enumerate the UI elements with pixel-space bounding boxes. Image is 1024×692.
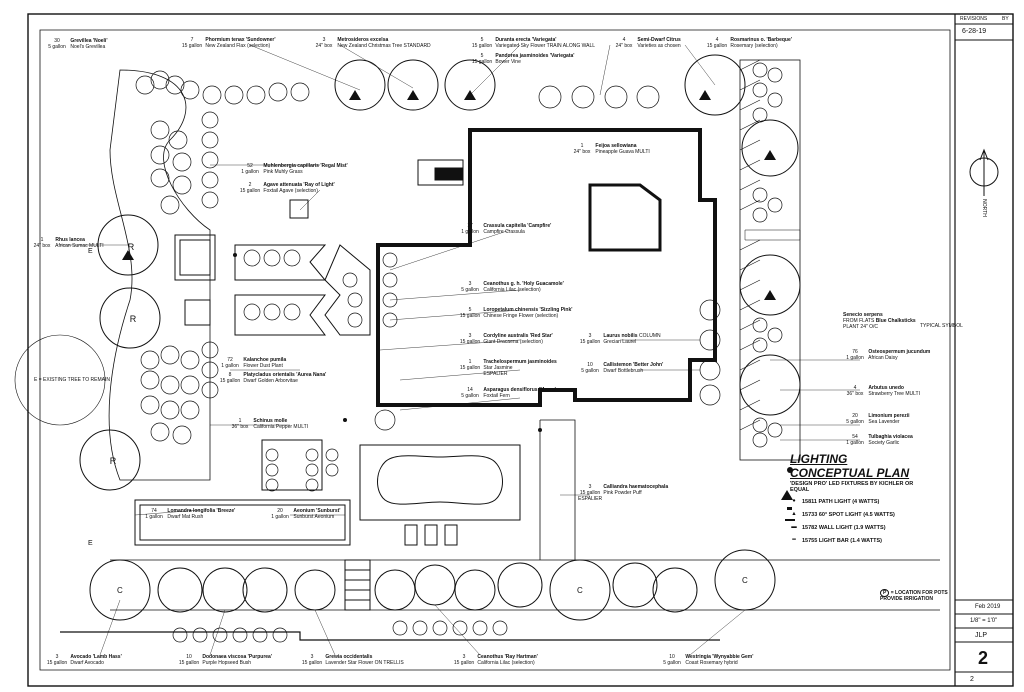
pots-symbol: P [880, 589, 890, 597]
existing-tree-note: E = EXISTING TREE TO REMAIN [34, 377, 110, 383]
sheet-count: 2 [970, 676, 974, 683]
spot-light-icon: ▲ [791, 511, 797, 517]
typical-symbol-label: TYPICAL SYMBOL [920, 323, 963, 329]
revision-date: 6-28-19 [962, 28, 987, 35]
drawing-subtitle: 'DESIGN PRO' LED FIXTURES BY KICHLER OR … [790, 481, 914, 493]
revisions-label: REVISIONS [960, 16, 988, 22]
wall-light-icon: ▬ [791, 524, 797, 530]
plant-label-callistemon: 10 Callistemon 'Better John'5 gallon Dwa… [581, 362, 664, 374]
drawing-date: Feb 2019 [975, 604, 1001, 610]
plant-label-agave: 2 Agave attenuata 'Ray of Light'15 gallo… [239, 182, 335, 194]
legend-spot-light: ▲15733 60° SPOT LIGHT (4.5 WATTS) [791, 511, 895, 518]
svg-text:R: R [128, 242, 135, 252]
plant-label-pandorea: 5 Pandorea jasminoides 'Variegata'15 gal… [471, 53, 575, 65]
pots-note: P = LOCATION FOR POTS PROVIDE IRRIGATION [880, 589, 948, 602]
legend-light-bar: ━15755 LIGHT BAR (1.4 WATTS) [790, 537, 930, 545]
svg-text:R: R [130, 314, 137, 324]
plant-label-muhlenbergia: 52 Muhlenbergia capillaris 'Regal Mist'1… [241, 163, 348, 175]
legend-wall-light: ▬15782 WALL LIGHT (1.9 WATTS) [791, 524, 886, 531]
plant-label-lomandra: 74 Lomandra longifolia 'Breeze'1 gallon … [145, 508, 236, 520]
plant-label-westringia: 10 Westringia 'Wynyabbie Gem'5 gallon Co… [663, 654, 754, 666]
by-label: BY [1002, 16, 1009, 22]
light-bar-icon: ━ [792, 537, 796, 543]
plant-label-grevillea: 30 Grevillea 'Noeli'5 gallon Noel's Grev… [48, 38, 108, 50]
svg-text:E: E [88, 540, 93, 547]
plant-label-loropetalum: 5 Loropetalum chinensis 'Sizzling Pink'1… [459, 307, 573, 319]
plant-label-duranta: 5 Duranta erecta 'Variegata'15 gallon Va… [471, 37, 596, 49]
svg-text:E: E [88, 248, 93, 255]
plant-label-cordyline: 3 Cordyline australis 'Red Star'15 gallo… [459, 333, 553, 345]
legend-path-light: ●15811 PATH LIGHT (4 WATTS) [790, 498, 930, 506]
plant-label-platycladus: 8 Platycladus orientalis 'Aurea Nana'15 … [219, 372, 327, 384]
plant-label-ceanothus: 3 Ceanothus g. h. 'Holy Guacamole'5 gall… [461, 281, 564, 293]
plant-label-avocado: 3 Avocado 'Lamb Hass'15 gallon Dwarf Avo… [46, 654, 122, 666]
lighting-legend: LIGHTING CONCEPTUAL PLAN 'DESIGN PRO' LE… [790, 452, 930, 545]
svg-text:C: C [742, 576, 748, 585]
path-light-icon: ● [792, 498, 796, 504]
plant-label-ceanothus-ray-hartman: 3 Ceanothus 'Ray Hartman'15 gallon Calif… [453, 654, 538, 666]
svg-text:C: C [117, 586, 123, 595]
drawing-title: LIGHTING CONCEPTUAL PLAN [790, 452, 910, 480]
drawing-scale: 1/8" = 1'0" [970, 618, 998, 624]
plant-label-aeonium: 20 Aeonium 'Sunburst'1 gallon Sunburst A… [271, 508, 341, 520]
north-label: NORTH [980, 199, 987, 217]
drawn-by: JLP [975, 632, 988, 639]
plant-label-asparagus: 14 Asparagus densiflorus 'Myers'5 gallon… [461, 387, 556, 399]
plant-label-phormium: 7 Phormium tenax 'Sundowner'15 gallon Ne… [181, 37, 276, 49]
plant-label-crassula: 17 Crassula capitella 'Campfire'1 gallon… [461, 223, 552, 235]
svg-text:R: R [110, 456, 117, 466]
sheet-number: 2 [978, 648, 989, 668]
plant-label-rosmarinus: 4 Rosmarinus o. 'Barbeque'15 gallon Rose… [706, 37, 792, 49]
plant-label-dodonaea: 10 Dodonaea viscosa 'Purpurea'15 gallon … [178, 654, 273, 666]
svg-text:C: C [577, 586, 583, 595]
